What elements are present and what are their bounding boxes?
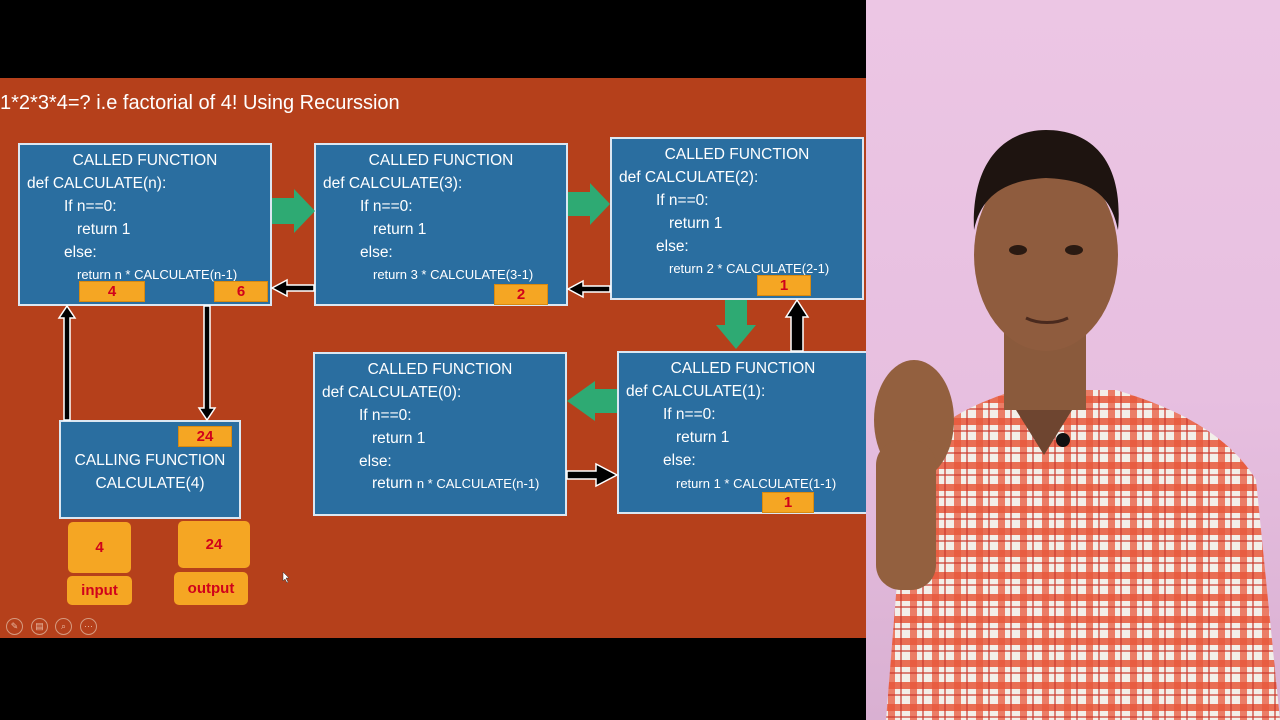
else-line: else: [359,453,392,470]
black-arrow-right-icon [566,462,619,488]
output-value-tile: 24 [178,521,250,568]
box-header: CALLED FUNCTION [670,360,816,377]
return-recursive-line: return 2 * CALCULATE(2-1) [669,261,830,276]
return-one-line: return 1 [676,429,730,446]
pen-icon[interactable]: ✎ [6,618,23,635]
presenter-figure [874,130,1280,720]
def-line: def CALCULATE(0): [322,384,462,401]
return-keyword: return [372,475,417,492]
return-recursive-line: return n * CALCULATE(n-1) [77,267,238,282]
slides-icon[interactable]: ▤ [31,618,48,635]
more-icon[interactable]: ⋯ [80,618,97,635]
return-one-line: return 1 [373,221,427,238]
green-arrow-down-icon [716,300,756,349]
calling-function-box: 24 CALLING FUNCTION CALCULATE(4) [59,420,241,519]
slide-title: 1*2*3*4=? i.e factorial of 4! Using Recu… [0,92,400,114]
called-function-box-1: CALLED FUNCTION def CALCULATE(1): If n==… [617,351,866,514]
value-badge: 6 [214,281,268,302]
called-function-box-0: CALLED FUNCTION def CALCULATE(0): If n==… [313,352,567,516]
box-header: CALLED FUNCTION [72,152,218,169]
called-function-box-n: CALLED FUNCTION def CALCULATE(n): If n==… [18,143,272,306]
black-arrow-left-icon [566,279,611,299]
return-recursive-line: return 3 * CALCULATE(3-1) [373,267,534,282]
else-line: else: [360,244,393,261]
mouse-cursor-icon [282,571,290,584]
box-header: CALLED FUNCTION [368,152,514,169]
if-line: If n==0: [360,198,413,215]
box-header: CALLED FUNCTION [664,146,810,163]
if-line: If n==0: [359,407,412,424]
return-expression: n * CALCULATE(n-1) [416,476,540,491]
def-line: def CALCULATE(n): [27,175,167,192]
value-badge: 4 [79,281,145,302]
calling-function-label: CALLING FUNCTION [74,452,226,469]
black-arrow-left-icon [270,278,315,298]
green-arrow-right-icon [272,189,315,233]
value-badge: 2 [494,284,548,305]
presentation-slide: 1*2*3*4=? i.e factorial of 4! Using Recu… [0,78,866,638]
result-badge: 24 [178,426,232,447]
else-line: else: [656,238,689,255]
return-recursive-line: return n * CALCULATE(n-1) [372,472,539,495]
black-arrow-up-icon [784,298,810,352]
black-arrow-up-icon [57,304,77,421]
input-value-tile: 4 [68,522,131,573]
value-badge: 1 [757,275,811,296]
zoom-icon[interactable]: ⌕ [55,618,72,635]
presenter-video [866,0,1280,720]
green-arrow-right-icon [568,183,610,225]
return-one-line: return 1 [669,215,723,232]
if-line: If n==0: [656,192,709,209]
calling-function-call: CALCULATE(4) [95,475,205,492]
if-line: If n==0: [663,406,716,423]
box-header: CALLED FUNCTION [367,361,513,378]
value-badge: 1 [762,492,814,513]
called-function-box-3: CALLED FUNCTION def CALCULATE(3): If n==… [314,143,568,306]
else-line: else: [663,452,696,469]
return-one-line: return 1 [77,221,131,238]
black-arrow-down-icon [197,305,217,422]
output-label-tile: output [174,572,248,605]
green-arrow-left-icon [567,381,617,421]
return-one-line: return 1 [372,430,426,447]
return-recursive-line: return 1 * CALCULATE(1-1) [676,476,837,491]
else-line: else: [64,244,97,261]
def-line: def CALCULATE(3): [323,175,463,192]
if-line: If n==0: [64,198,117,215]
called-function-box-2: CALLED FUNCTION def CALCULATE(2): If n==… [610,137,864,300]
def-line: def CALCULATE(1): [626,383,766,400]
def-line: def CALCULATE(2): [619,169,759,186]
input-label-tile: input [67,576,132,605]
